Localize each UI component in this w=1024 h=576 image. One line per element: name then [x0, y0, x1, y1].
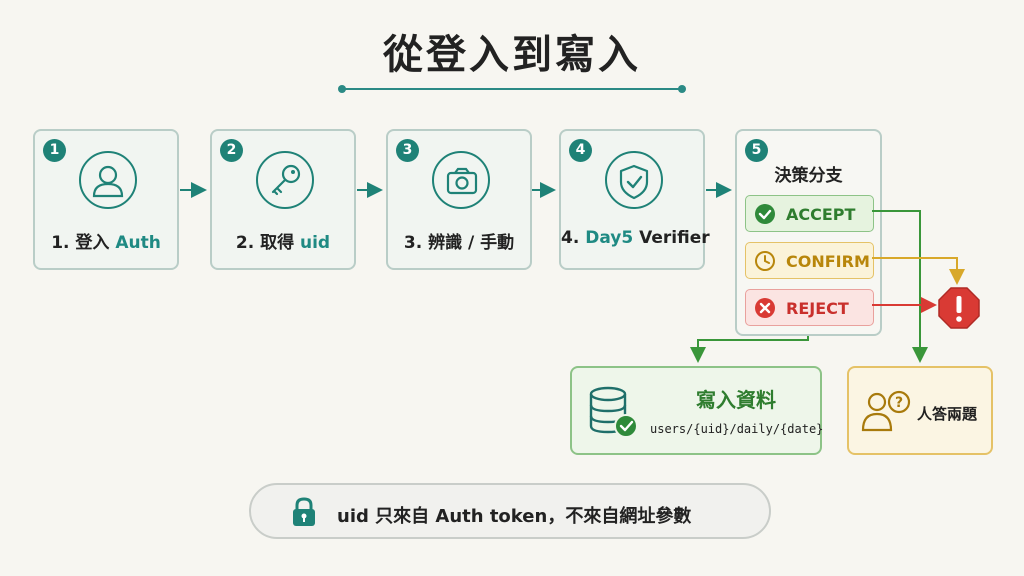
lock-icon [293, 497, 315, 526]
uid-source-note: uid 只來自 Auth token，不來自網址參數 [249, 483, 771, 539]
arrow-decision-to-write [690, 336, 809, 363]
x-circle-icon [755, 298, 775, 318]
accept-label: ACCEPT [786, 205, 856, 224]
step-day5-verifier: 4 4. Day5 Verifier [559, 129, 710, 270]
arrow-accept-branch [872, 210, 928, 363]
step-number-badge: 2 [220, 139, 243, 162]
page-title: 從登入到寫入 [383, 32, 641, 78]
step-label: 2. 取得 uid [235, 233, 331, 253]
svg-text:?: ? [895, 395, 903, 411]
step-recognize-manual: 3 3. 辨識 / 手動 [386, 129, 532, 270]
step-label: 3. 辨識 / 手動 [403, 233, 515, 253]
human-label: 人答兩題 [917, 405, 978, 423]
write-path: users/{uid}/daily/{date} [650, 422, 824, 436]
step-number-badge: 5 [745, 139, 768, 162]
title-underline [338, 85, 686, 93]
person-question-icon: ? [861, 390, 911, 432]
step-number-badge: 1 [43, 139, 66, 162]
accept-option: ACCEPT [745, 195, 874, 232]
shield-check-icon [605, 151, 663, 209]
decision-title: 決策分支 [774, 166, 843, 186]
step-number-badge: 3 [396, 139, 419, 162]
confirm-option: CONFIRM [745, 242, 874, 279]
arrow-confirm-branch [872, 257, 965, 285]
clock-icon [755, 251, 775, 271]
database-icon [589, 386, 638, 438]
key-icon [256, 151, 314, 209]
step-number-badge: 4 [569, 139, 592, 162]
step-label: 4. Day5 Verifier [561, 228, 710, 248]
step-login-auth: 1 1. 登入 Auth [33, 129, 179, 270]
camera-icon [432, 151, 490, 209]
decision-branch-box: 5 決策分支 ACCEPT CONFIRM REJECT [735, 129, 882, 336]
confirm-label: CONFIRM [786, 252, 870, 271]
step-label: 1. 登入 Auth [51, 233, 161, 253]
write-data-box: 寫入資料 users/{uid}/daily/{date} [570, 366, 824, 455]
stop-warning-icon [938, 287, 980, 329]
reject-option: REJECT [745, 289, 874, 326]
step-get-uid: 2 2. 取得 uid [210, 129, 356, 270]
human-answer-box: ? 人答兩題 [847, 366, 993, 455]
user-icon [79, 151, 137, 209]
check-circle-icon [755, 204, 775, 224]
reject-label: REJECT [786, 299, 849, 318]
note-text: uid 只來自 Auth token，不來自網址參數 [337, 506, 692, 527]
write-title: 寫入資料 [696, 388, 776, 412]
